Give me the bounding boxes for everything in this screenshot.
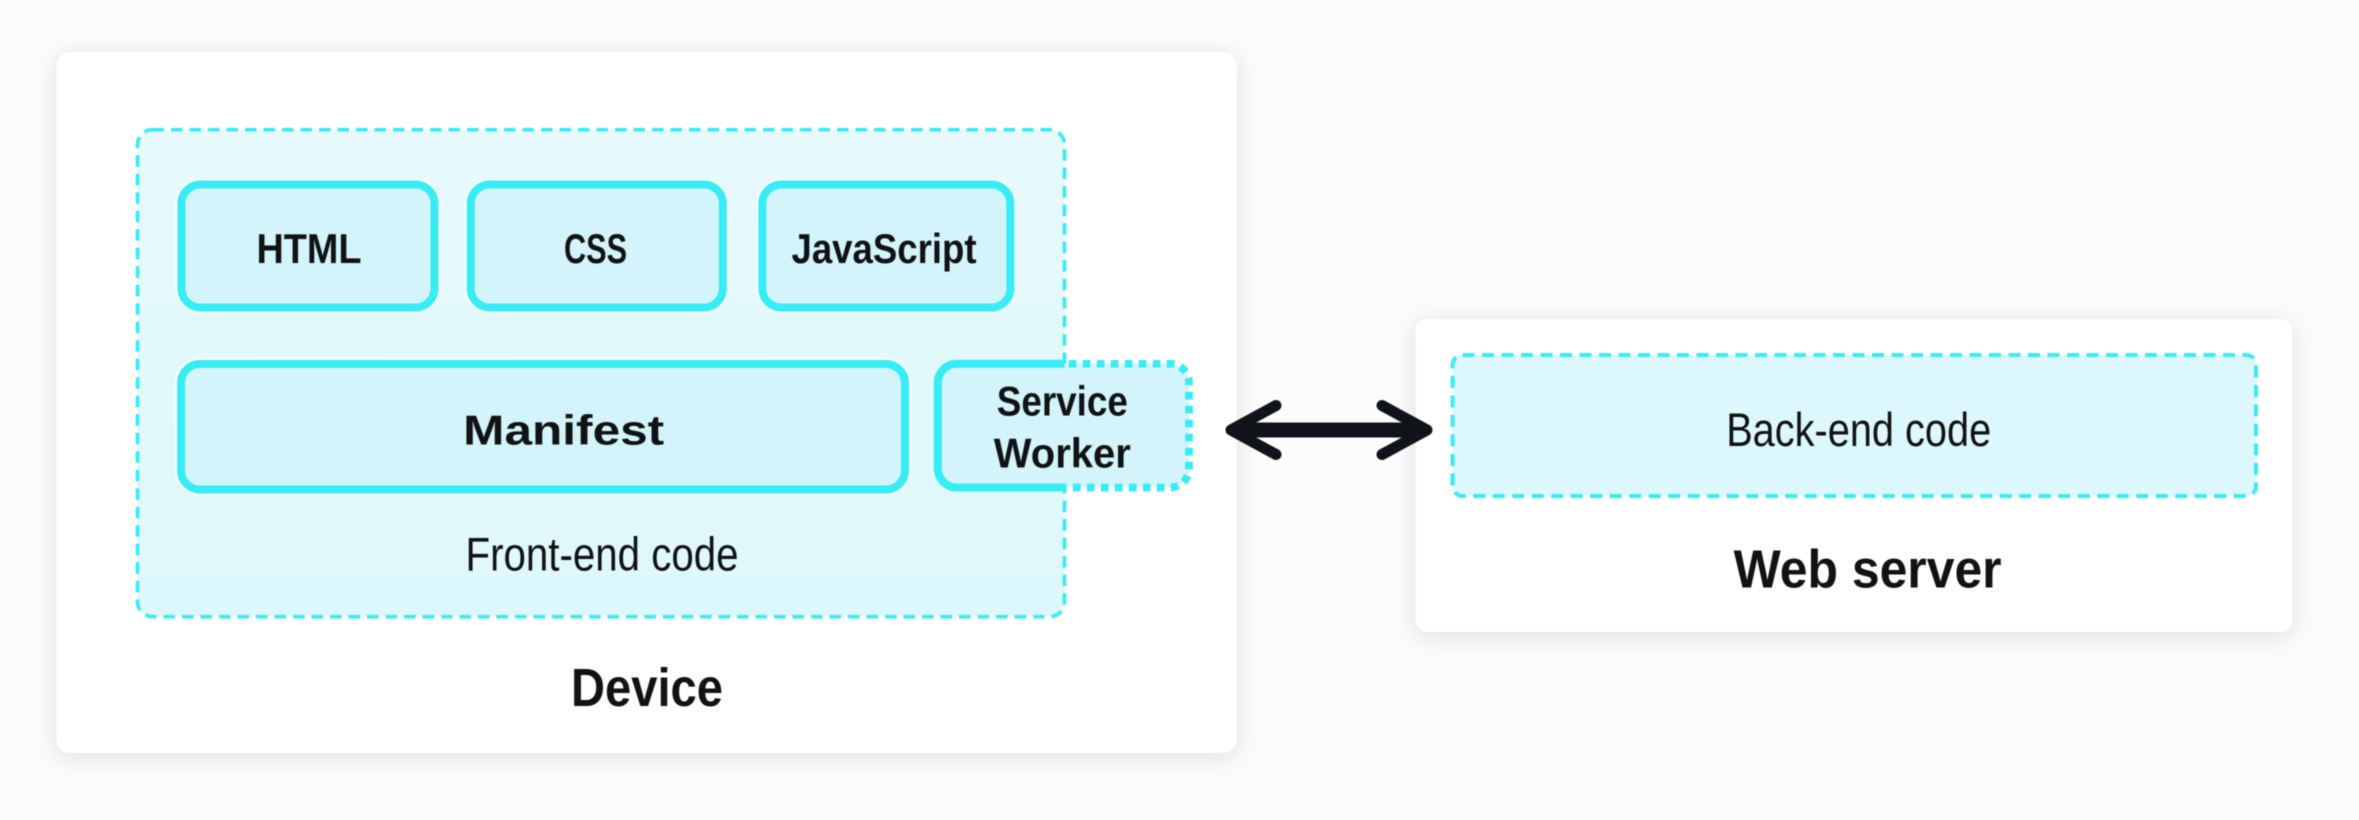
- svg-text:Back-end code: Back-end code: [1726, 403, 1991, 456]
- svg-text:Web server: Web server: [1734, 540, 2002, 600]
- svg-text:Worker: Worker: [994, 429, 1131, 476]
- svg-text:CSS: CSS: [564, 225, 627, 272]
- svg-text:Manifest: Manifest: [463, 407, 664, 454]
- svg-text:HTML: HTML: [257, 225, 362, 272]
- svg-text:JavaScript: JavaScript: [792, 225, 977, 272]
- svg-text:Service: Service: [997, 377, 1128, 424]
- svg-text:Device: Device: [571, 658, 723, 718]
- svg-text:Front-end code: Front-end code: [466, 527, 739, 580]
